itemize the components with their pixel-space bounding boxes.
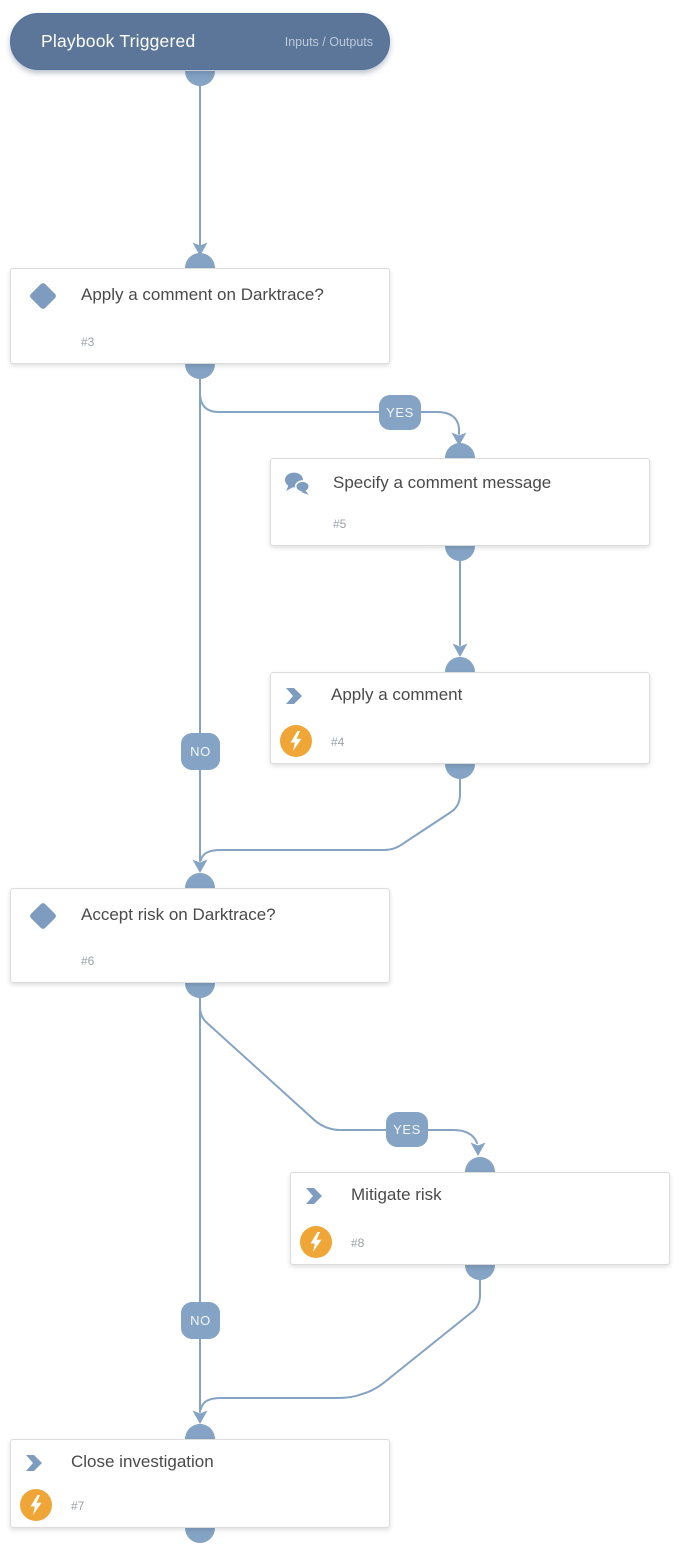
task-id: #5 (333, 517, 347, 531)
task-title: Close investigation (71, 1452, 214, 1471)
task-title: Accept risk on Darktrace? (81, 905, 276, 924)
connector-in-task7 (185, 1424, 215, 1439)
playbook-trigger-title: Playbook Triggered (41, 31, 196, 51)
task-id: #8 (351, 1236, 365, 1250)
task-id: #7 (71, 1499, 85, 1513)
playbook-trigger-node[interactable]: Playbook Triggered Inputs / Outputs (10, 13, 390, 70)
edge-label-yes-task3: YES (379, 395, 421, 430)
task-id: #4 (331, 735, 345, 749)
lightning-icon (280, 725, 312, 757)
chevron-icon (306, 1188, 322, 1204)
task-node-7-automation[interactable]: Close investigation #7 (10, 1439, 390, 1528)
connector-out-task7 (185, 1528, 215, 1543)
speech-bubbles-icon (285, 472, 310, 495)
connector-out-task5 (445, 546, 475, 561)
task-node-4-automation[interactable]: Apply a comment #4 (270, 672, 650, 764)
task-id: #6 (81, 954, 95, 968)
connector-out-task8 (465, 1265, 495, 1280)
connector-in-task5 (445, 443, 475, 458)
arrowhead (192, 859, 208, 873)
connector-in-task6 (185, 873, 215, 888)
edge-task8-merge (200, 1277, 481, 1410)
condition-diamond-icon (28, 901, 58, 931)
task-node-8-automation[interactable]: Mitigate risk #8 (290, 1172, 670, 1265)
lightning-icon (300, 1226, 332, 1258)
arrowhead (470, 1142, 486, 1156)
task-node-5-collection[interactable]: Specify a comment message #5 (270, 458, 650, 546)
connector-out-trigger (185, 71, 215, 86)
lightning-icon (20, 1489, 52, 1521)
edge-label-yes-task6: YES (386, 1112, 428, 1147)
task-node-6-condition[interactable]: Accept risk on Darktrace? #6 (10, 888, 390, 983)
chevron-icon (286, 688, 302, 704)
connector-in-task4 (445, 657, 475, 672)
arrowhead (192, 1410, 208, 1424)
connector-out-task6 (185, 983, 215, 998)
task-node-3-condition[interactable]: Apply a comment on Darktrace? #3 (10, 268, 390, 364)
inputs-outputs-link[interactable]: Inputs / Outputs (284, 34, 373, 49)
arrowhead (452, 643, 468, 657)
task-title: Mitigate risk (351, 1185, 442, 1204)
task-title: Specify a comment message (333, 473, 552, 492)
chevron-icon (26, 1455, 42, 1471)
task-title: Apply a comment (331, 685, 463, 704)
connector-out-task4 (445, 764, 475, 779)
task-id: #3 (81, 335, 95, 349)
edge-task4-merge (200, 777, 461, 861)
connector-in-task3 (185, 253, 215, 268)
connector-out-task3 (185, 364, 215, 379)
edge-label-no-task3: NO (181, 733, 220, 770)
task-title: Apply a comment on Darktrace? (81, 285, 324, 304)
connector-in-task8 (465, 1157, 495, 1172)
edge-label-no-task6: NO (181, 1302, 220, 1339)
edge-task6-yes (199, 996, 478, 1144)
condition-diamond-icon (28, 281, 58, 311)
